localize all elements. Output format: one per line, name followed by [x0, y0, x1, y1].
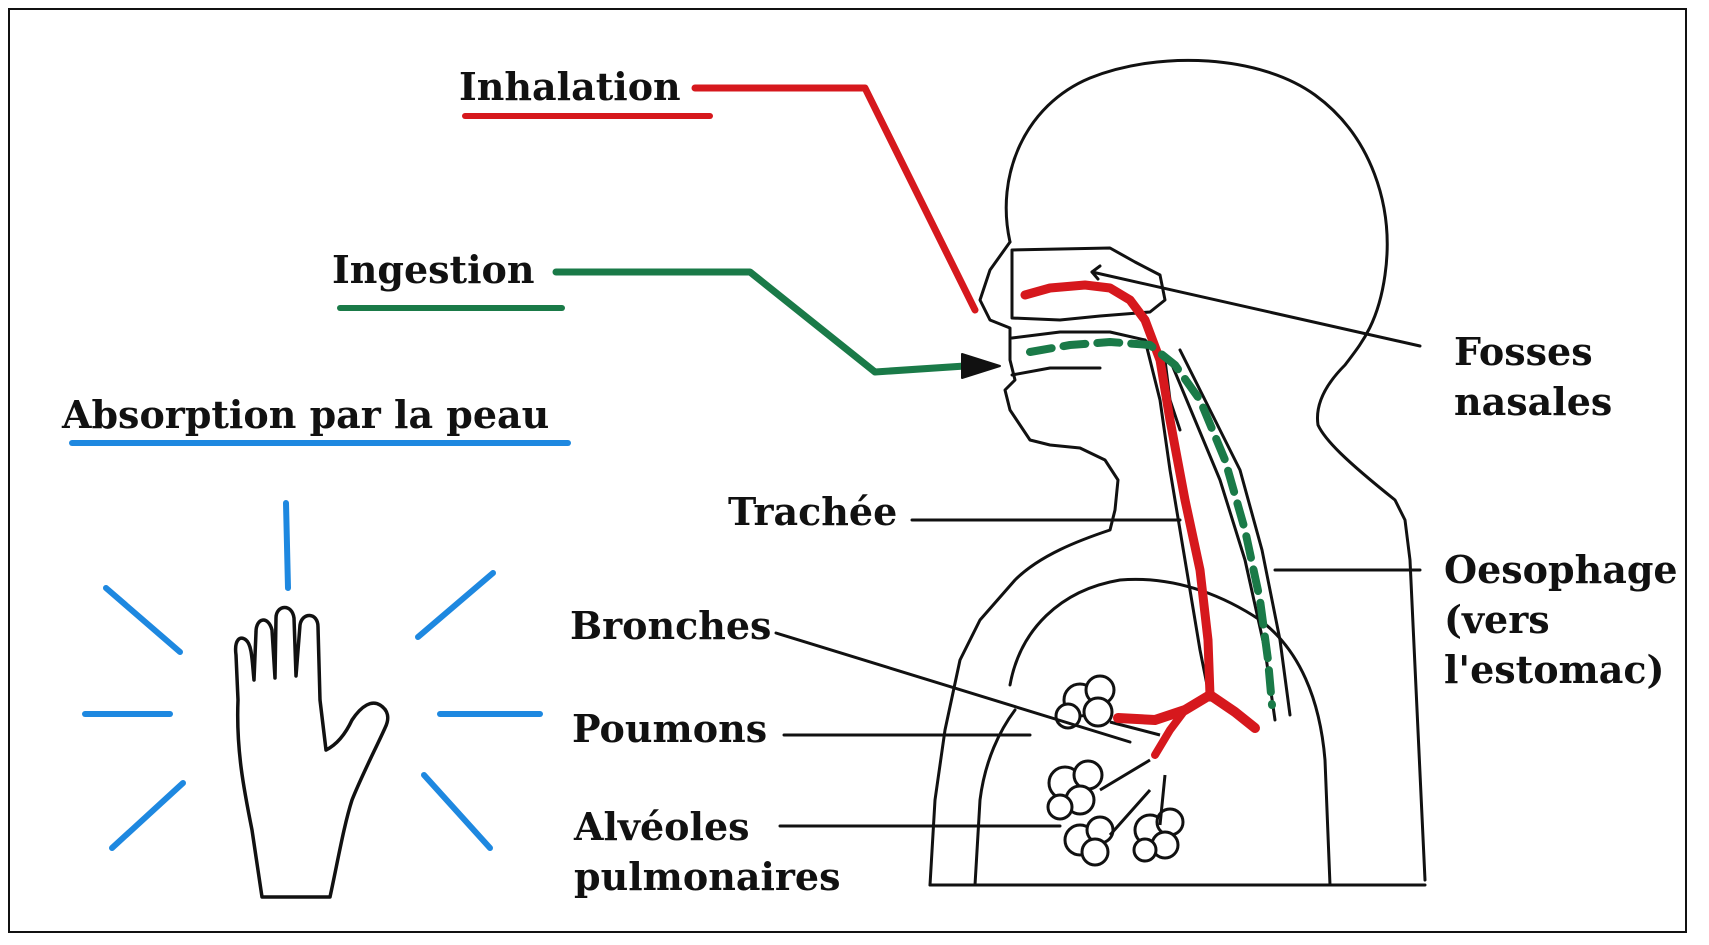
ray	[286, 503, 288, 588]
ingestion-flow	[1030, 342, 1272, 705]
oesophage-label: Oesophage (vers l'estomac)	[1444, 545, 1678, 695]
bronchi-right	[1210, 695, 1255, 728]
ray	[418, 573, 493, 637]
ingestion-leader	[556, 272, 965, 372]
inhalation-label: Inhalation	[459, 62, 681, 112]
ingestion-label: Ingestion	[332, 245, 535, 295]
ray	[106, 588, 180, 652]
hand-icon	[236, 607, 388, 897]
poumons-label: Poumons	[572, 704, 767, 754]
inhalation-route	[465, 88, 1255, 755]
ray	[424, 775, 490, 848]
ingestion-arrow-icon	[962, 354, 1000, 378]
bronches-label: Bronches	[570, 601, 771, 651]
alveoles-label: Alvéoles pulmonaires	[574, 802, 840, 902]
inhalation-leader	[695, 88, 975, 310]
alveoli-icon	[1048, 676, 1183, 865]
skin-absorption-label: Absorption par la peau	[62, 390, 549, 440]
fosses-nasales-label: Fosses nasales	[1454, 327, 1612, 427]
bronchi-left	[1118, 695, 1210, 720]
trachee-label: Trachée	[728, 487, 897, 537]
ray	[112, 783, 183, 848]
